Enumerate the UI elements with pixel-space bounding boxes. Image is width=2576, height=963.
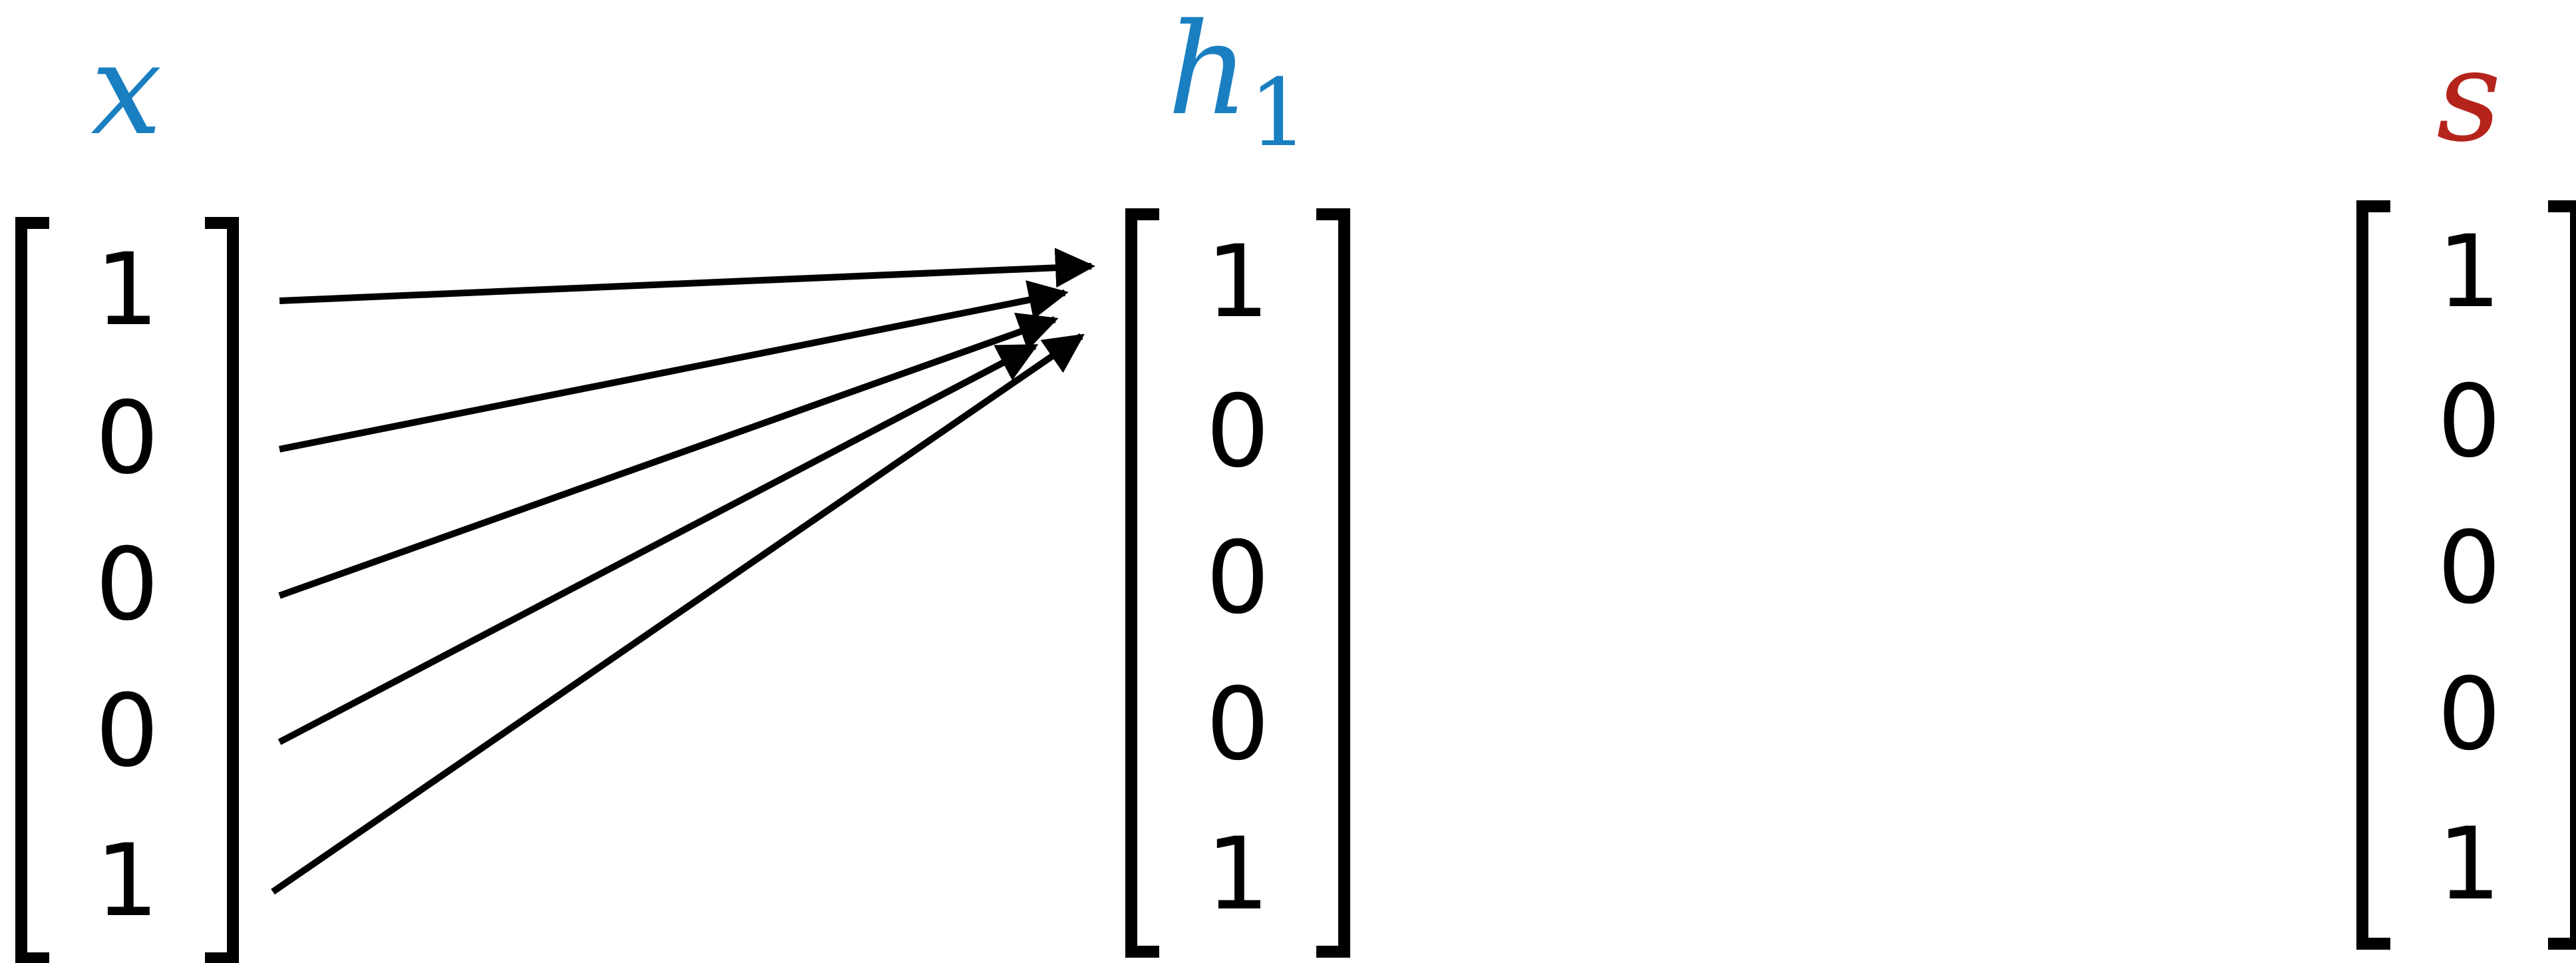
right-bracket bbox=[2548, 200, 2576, 950]
vector-entry: 0 bbox=[95, 527, 158, 643]
vector-entry: 0 bbox=[2438, 510, 2501, 626]
left-bracket bbox=[1125, 208, 1159, 958]
connection-arrow bbox=[277, 343, 1039, 745]
left-bracket bbox=[2356, 200, 2390, 950]
vector-label-symbol: h bbox=[1167, 0, 1248, 143]
vector-entry: 1 bbox=[2438, 807, 2501, 922]
vector-entry: 0 bbox=[1206, 374, 1269, 490]
vector-label-h1: h1 bbox=[1167, 0, 1308, 168]
vector-x: x 1 0 0 0 1 bbox=[15, 16, 239, 963]
connection-arrow bbox=[279, 280, 1069, 453]
vector-entry: 0 bbox=[95, 381, 158, 496]
vector-entry: 0 bbox=[2438, 657, 2501, 773]
vector-entry: 0 bbox=[95, 674, 158, 789]
connection-arrow bbox=[278, 312, 1059, 599]
vector-label-x: x bbox=[91, 16, 162, 163]
vector-entry: 0 bbox=[1206, 667, 1269, 783]
vector-entry: 1 bbox=[95, 823, 158, 939]
vector-entry: 0 bbox=[2438, 364, 2501, 480]
vector-label-symbol: s bbox=[2436, 23, 2501, 170]
vector-label-subscript: 1 bbox=[1249, 59, 1308, 168]
vector-entry: 1 bbox=[1206, 817, 1269, 932]
vector-entry: 1 bbox=[1206, 224, 1269, 340]
connection-arrow bbox=[271, 333, 1085, 895]
vector-label-symbol: x bbox=[91, 16, 162, 163]
arrows-layer bbox=[271, 248, 1095, 895]
connection-arrow bbox=[279, 248, 1095, 304]
right-bracket bbox=[1316, 208, 1350, 958]
right-bracket bbox=[205, 217, 239, 963]
vector-entry: 0 bbox=[1206, 520, 1269, 636]
vector-label-s: s bbox=[2436, 23, 2501, 170]
vector-s: s 1 0 0 0 1 bbox=[2356, 23, 2576, 950]
vector-entry: 1 bbox=[2438, 214, 2501, 330]
vector-entry: 1 bbox=[95, 232, 158, 348]
left-bracket bbox=[15, 217, 49, 963]
